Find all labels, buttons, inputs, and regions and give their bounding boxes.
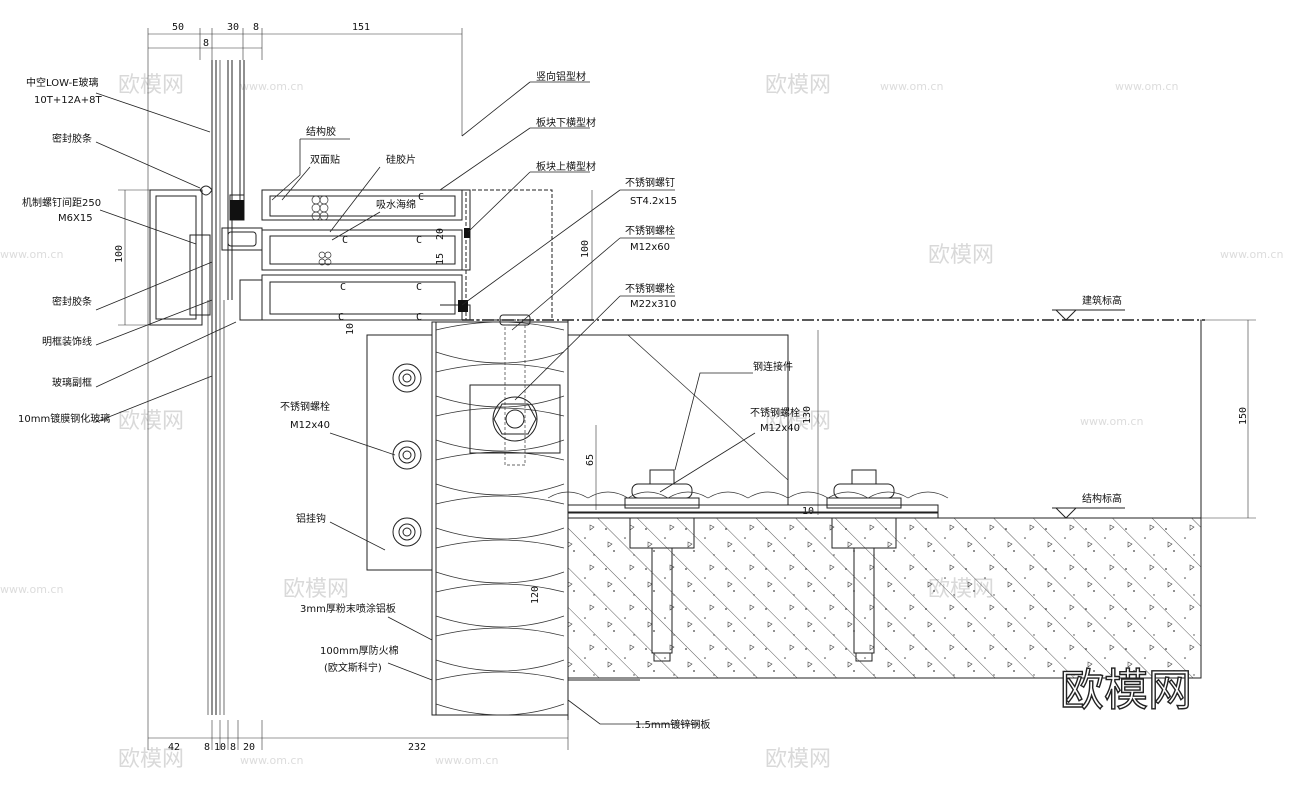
label-steel-connector: 钢连接件 [753,360,793,373]
svg-text:15: 15 [435,253,446,265]
svg-text:8: 8 [203,38,209,49]
label-fire-wool-brand: (欧文斯科宁) [324,661,382,674]
label-sub-frame: 玻璃副框 [52,376,92,389]
svg-text:151: 151 [352,22,370,33]
svg-text:欧模网: 欧模网 [118,73,184,98]
glass-panes [207,60,245,715]
svg-text:www.om.cn: www.om.cn [0,248,63,261]
label-struct-level: 结构标高 [1082,492,1122,505]
aluminum-hook [366,334,433,571]
top-dimension-chain: 50 8 30 8 151 [147,22,463,750]
svg-text:C: C [416,312,422,323]
svg-text:www.om.cn: www.om.cn [435,754,498,767]
svg-text:30: 30 [227,22,239,33]
label-galv-steel: 1.5mm镀锌钢板 [635,718,710,731]
label-ss-bolt4: 不锈钢螺栓 [280,400,330,413]
label-machine-screw-spec: M6X15 [58,213,93,224]
svg-text:20: 20 [435,228,446,240]
label-double-tape: 双面贴 [310,153,340,166]
anchor-bolts-slab [547,469,949,662]
label-alu-hook: 铝挂钩 [296,512,326,525]
svg-text:C: C [340,282,346,293]
label-seal-strip-top: 密封胶条 [52,132,92,145]
label-ss-bolt1: 不锈钢螺栓 [625,224,675,237]
label-ss-bolt3-spec: M12x40 [760,423,800,434]
label-alu-panel: 3mm厚粉末喷涂铝板 [300,602,396,615]
label-tempered-glass: 10mm镀膜钢化玻璃 [18,412,110,425]
label-machine-screw: 机制螺钉间距250 [22,196,101,209]
svg-text:8: 8 [230,742,236,753]
svg-text:欧模网: 欧模网 [118,747,184,772]
label-ss-bolt3: 不锈钢螺栓 [750,406,800,419]
svg-text:C: C [338,312,344,323]
svg-text:C: C [416,235,422,246]
svg-text:10: 10 [214,742,226,753]
svg-text:42: 42 [168,742,180,753]
svg-text:www.om.cn: www.om.cn [1220,248,1283,261]
svg-text:50: 50 [172,22,184,33]
label-silicone-pad: 硅胶片 [386,153,416,166]
svg-text:100: 100 [114,245,125,263]
svg-text:www.om.cn: www.om.cn [240,754,303,767]
svg-text:www.om.cn: www.om.cn [1115,80,1178,93]
svg-text:C: C [416,282,422,293]
svg-text:130: 130 [802,406,813,424]
label-structural-glue: 结构胶 [306,125,336,138]
label-fire-wool: 100mm厚防火棉 [320,644,399,657]
fire-wool-insulation [431,321,569,716]
callout-labels: 中空LOW-E玻璃 10T+12A+8T 密封胶条 机制螺钉间距250 M6X1… [18,70,1122,731]
label-vertical-profile: 竖向铝型材 [536,70,586,83]
galvanized-steel-plate [567,679,640,715]
left-dimension: 100 [114,189,160,326]
svg-text:100: 100 [580,240,591,258]
level-lines [462,309,1205,519]
concrete-slab [567,320,1202,720]
label-glass-spec: 10T+12A+8T [34,95,103,106]
label-upper-transom: 板块上横型材 [536,160,596,173]
svg-text:欧模网: 欧模网 [765,73,831,98]
svg-text:www.om.cn: www.om.cn [240,80,303,93]
leader-lines [95,81,756,725]
svg-text:欧模网: 欧模网 [928,243,994,268]
label-ss-screw: 不锈钢螺钉 [625,176,675,189]
svg-text:www.om.cn: www.om.cn [0,583,63,596]
label-ss-bolt2: 不锈钢螺栓 [625,282,675,295]
svg-text:120: 120 [530,586,541,604]
watermark-logo: 欧模网 [1060,665,1192,716]
label-ss-bolt4-spec: M12x40 [290,420,330,431]
svg-text:65: 65 [585,454,596,466]
svg-text:欧模网: 欧模网 [118,409,184,434]
svg-text:232: 232 [408,742,426,753]
svg-text:8: 8 [204,742,210,753]
label-arch-level: 建筑标高 [1082,294,1122,307]
label-ss-screw-spec: ST4.2x15 [630,196,677,207]
svg-text:C: C [418,192,424,203]
anchor-bolt-large [469,314,561,466]
svg-text:www.om.cn: www.om.cn [1080,415,1143,428]
aluminum-profiles: C C C C C C C [149,185,553,326]
svg-text:C: C [342,235,348,246]
svg-text:欧模网: 欧模网 [765,409,831,434]
label-sponge: 吸水海绵 [376,198,416,211]
label-lower-transom: 板块下横型材 [536,116,596,129]
svg-text:20: 20 [243,742,255,753]
bottom-dimension-chain: 42 8 10 8 20 232 [148,720,569,753]
svg-text:150: 150 [1238,407,1249,425]
svg-text:www.om.cn: www.om.cn [880,80,943,93]
watermark-layer: 欧模网 www.om.cn 欧模网 www.om.cn www.om.cn 欧模… [0,73,1283,772]
svg-text:欧模网: 欧模网 [765,747,831,772]
svg-text:8: 8 [253,22,259,33]
label-seal-strip-mid: 密封胶条 [52,295,92,308]
label-ss-bolt2-spec: M22x310 [630,299,676,310]
svg-text:欧模网: 欧模网 [283,577,349,602]
label-ss-bolt1-spec: M12x60 [630,242,670,253]
svg-text:10: 10 [345,323,356,335]
label-trim: 明框装饰线 [42,335,92,348]
label-glass-low-e: 中空LOW-E玻璃 [26,76,99,89]
